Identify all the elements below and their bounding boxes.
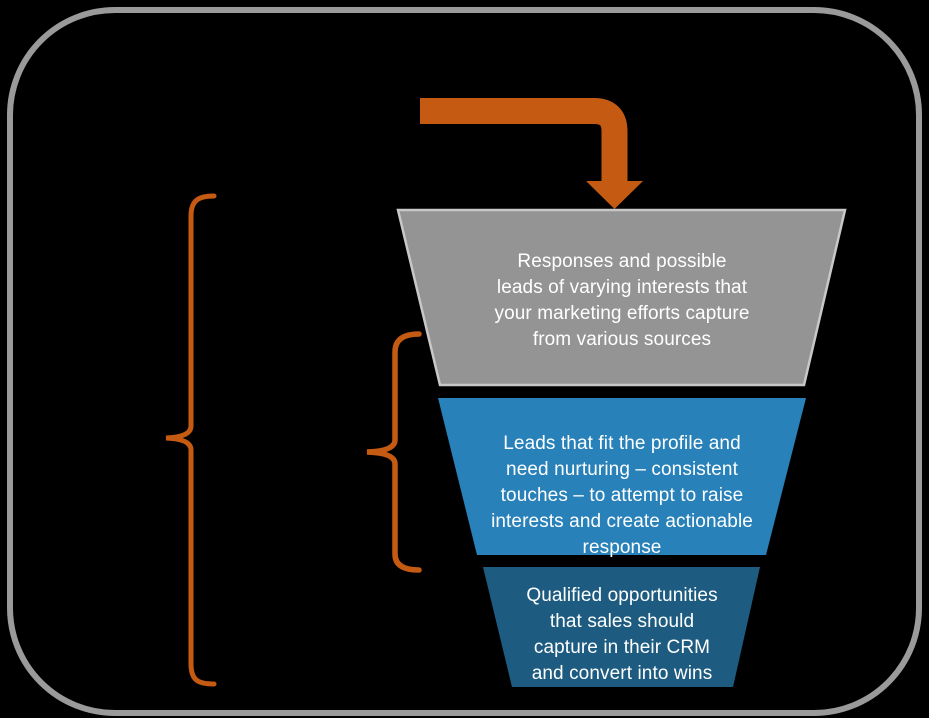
inflow-arrow-head	[586, 181, 643, 209]
funnel-stage-top-label: Responses and possible leads of varying …	[494, 251, 750, 350]
inflow-arrow-icon	[420, 98, 643, 209]
funnel-stage-top-shape	[396, 208, 847, 387]
funnel-stage-middle-label: Leads that fit the profile and need nurt…	[491, 433, 753, 558]
funnel-stage-bottom-shape	[483, 567, 760, 687]
funnel-stage-bottom-label: Qualified opportunities that sales shoul…	[526, 585, 718, 684]
inflow-arrow-shaft	[420, 98, 628, 182]
inner-group-brace-icon	[366, 331, 422, 573]
outer-group-brace-icon	[165, 193, 217, 687]
funnel-stage-middle-shape	[438, 398, 806, 555]
